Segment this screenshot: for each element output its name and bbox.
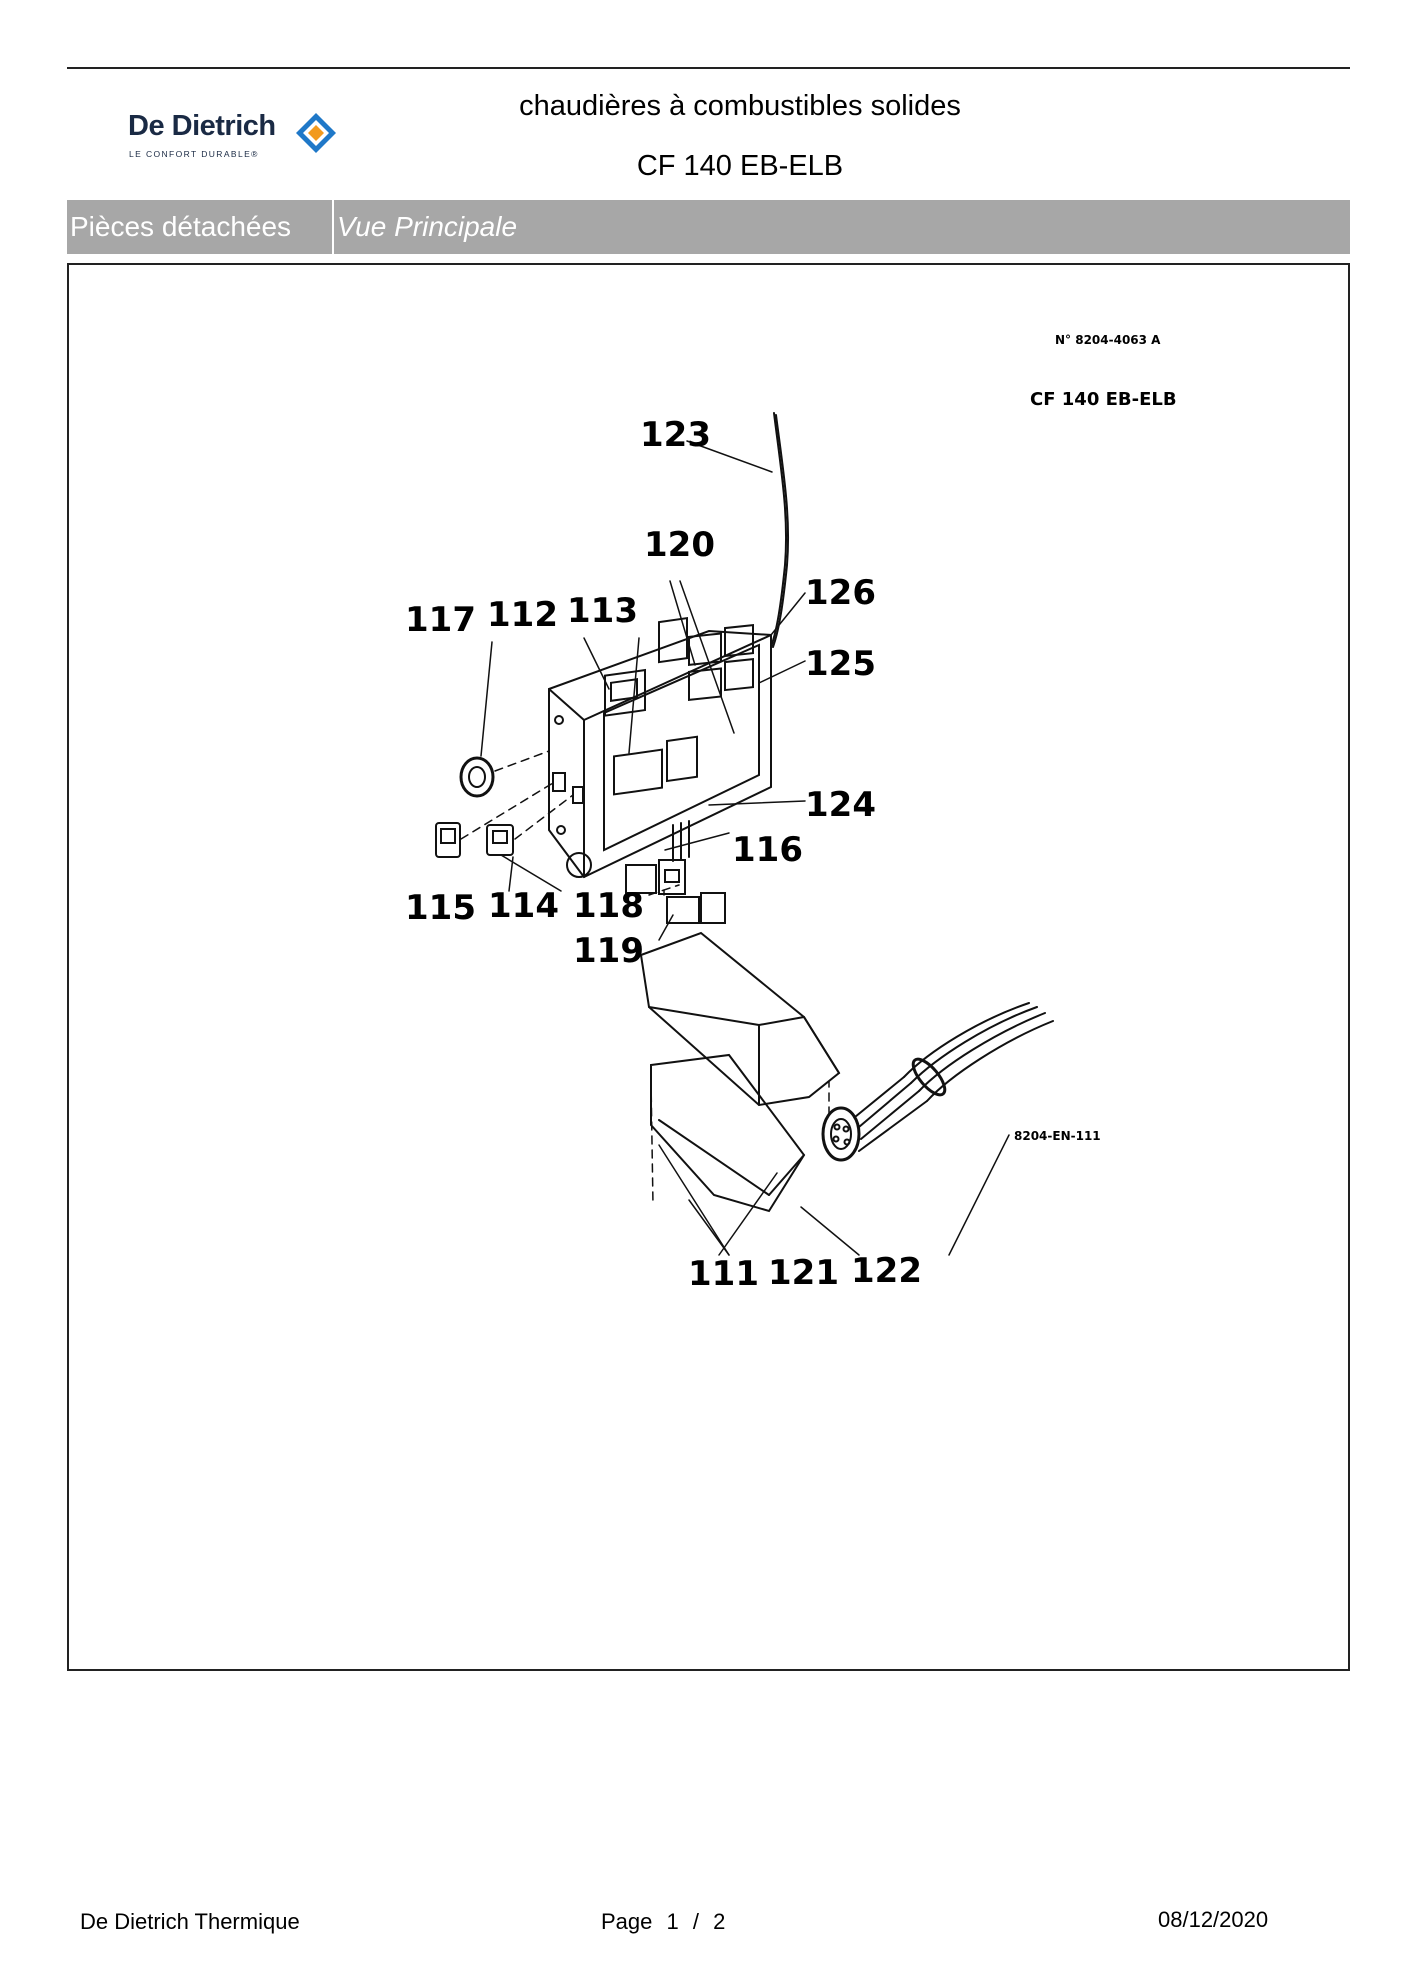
part-label: 118 [573, 886, 644, 926]
doc-number-label: N° 8204-4063 A [1055, 333, 1161, 347]
footer-company: De Dietrich Thermique [80, 1909, 300, 1934]
part-label: 115 [405, 888, 476, 928]
part-label: 123 [640, 415, 711, 455]
footer-date: 08/12/2020 [1158, 1907, 1269, 1932]
section-category: Pièces détachées [67, 200, 334, 254]
page-indicator: Page 1 / 2 [601, 1909, 733, 1935]
part-label: 120 [644, 525, 715, 565]
document-title: chaudières à combustibles solides [519, 90, 961, 122]
drawing-ref-label: 8204-EN-111 [1014, 1129, 1101, 1143]
logo-tagline: LE CONFORT DURABLE® [129, 149, 259, 159]
section-view: Vue Principale [337, 211, 518, 242]
part-label: 122 [851, 1251, 922, 1291]
model-title: CF 140 EB-ELB [636, 150, 844, 182]
part-label: 124 [805, 785, 876, 825]
section-bar: Pièces détachées Vue Principale [67, 200, 1350, 254]
diagram-model-label: CF 140 EB-ELB [1030, 389, 1177, 410]
part-label: 126 [805, 573, 876, 613]
part-label: 116 [732, 830, 803, 870]
part-label: 117 [405, 600, 476, 640]
diamond-logo-icon [296, 113, 336, 153]
page-label: Page [601, 1909, 653, 1934]
part-label: 112 [487, 595, 558, 635]
page-separator: / [692, 1909, 700, 1934]
diagram-frame: N° 8204-4063 A CF 140 EB-ELB 8204-EN-111… [67, 263, 1350, 1671]
page-current: 1 [666, 1909, 679, 1934]
part-label: 111 [688, 1254, 759, 1294]
part-label: 121 [768, 1253, 839, 1293]
brand-logo: De Dietrich LE CONFORT DURABLE® [128, 110, 348, 170]
part-label: 119 [573, 931, 644, 971]
page-total: 2 [713, 1909, 726, 1934]
part-label: 125 [805, 644, 876, 684]
part-label: 113 [567, 591, 638, 631]
logo-name: De Dietrich [128, 110, 276, 142]
part-label: 114 [488, 886, 559, 926]
top-rule [67, 67, 1350, 69]
exploded-parts-diagram: N° 8204-4063 A CF 140 EB-ELB 8204-EN-111… [405, 333, 1177, 1294]
